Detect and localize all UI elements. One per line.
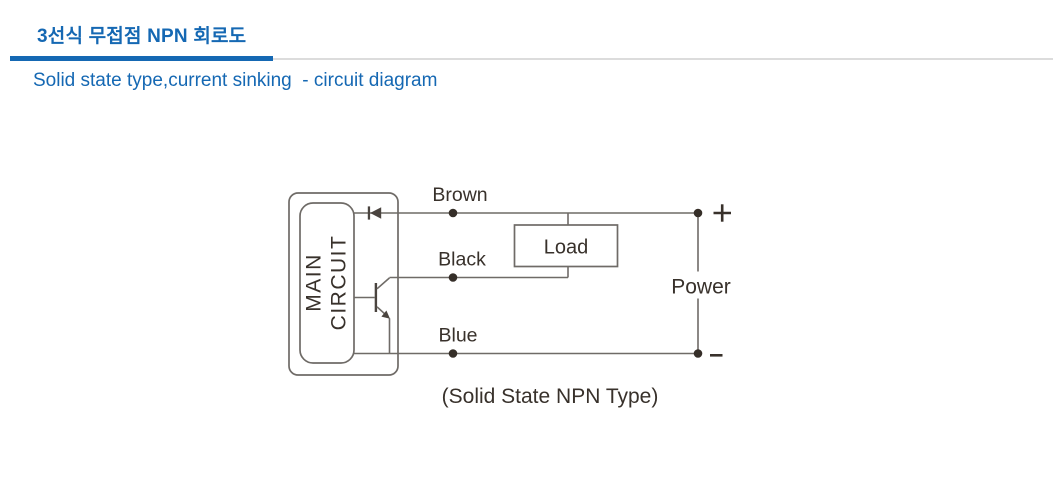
plus-sign-icon [713,204,731,222]
blue-wire-label: Blue [438,325,477,347]
power-minus-dot [693,349,703,358]
black-terminal-dot [448,273,458,282]
brown-terminal-dot [448,208,458,218]
title-underline-divider [273,57,1053,60]
page-title: 3선식 무접점 NPN 회로도 [37,26,247,47]
load-box [513,224,619,268]
main-circuit-label-line2: CIRCUIT [328,235,351,331]
transistor-base-bar [374,283,378,312]
main-circuit-box [299,202,355,364]
load-label: Load [544,237,589,259]
main-circuit-label: MAIN CIRCUIT [303,235,351,331]
transistor-emitter-arrow [381,310,390,319]
sensor-outer-box [288,192,399,376]
power-label-backing [665,271,736,299]
main-circuit-label-line1: MAIN [303,253,326,312]
title-underline-accent [10,56,273,61]
brown-wire-label: Brown [432,184,487,206]
diode-cathode-bar [367,206,371,220]
page-subtitle: Solid state type,current sinking - circu… [33,70,438,91]
npn-transistor-icon [354,277,391,354]
diode-arrow [370,207,382,219]
diagram-caption: (Solid State NPN Type) [442,385,659,408]
diode-icon [367,206,382,220]
blue-terminal-dot [448,349,458,358]
transistor-emitter [376,306,387,316]
black-wire-label: Black [438,249,486,271]
transistor-collector [376,277,391,290]
power-plus-dot [693,208,703,218]
power-label: Power [671,276,731,299]
